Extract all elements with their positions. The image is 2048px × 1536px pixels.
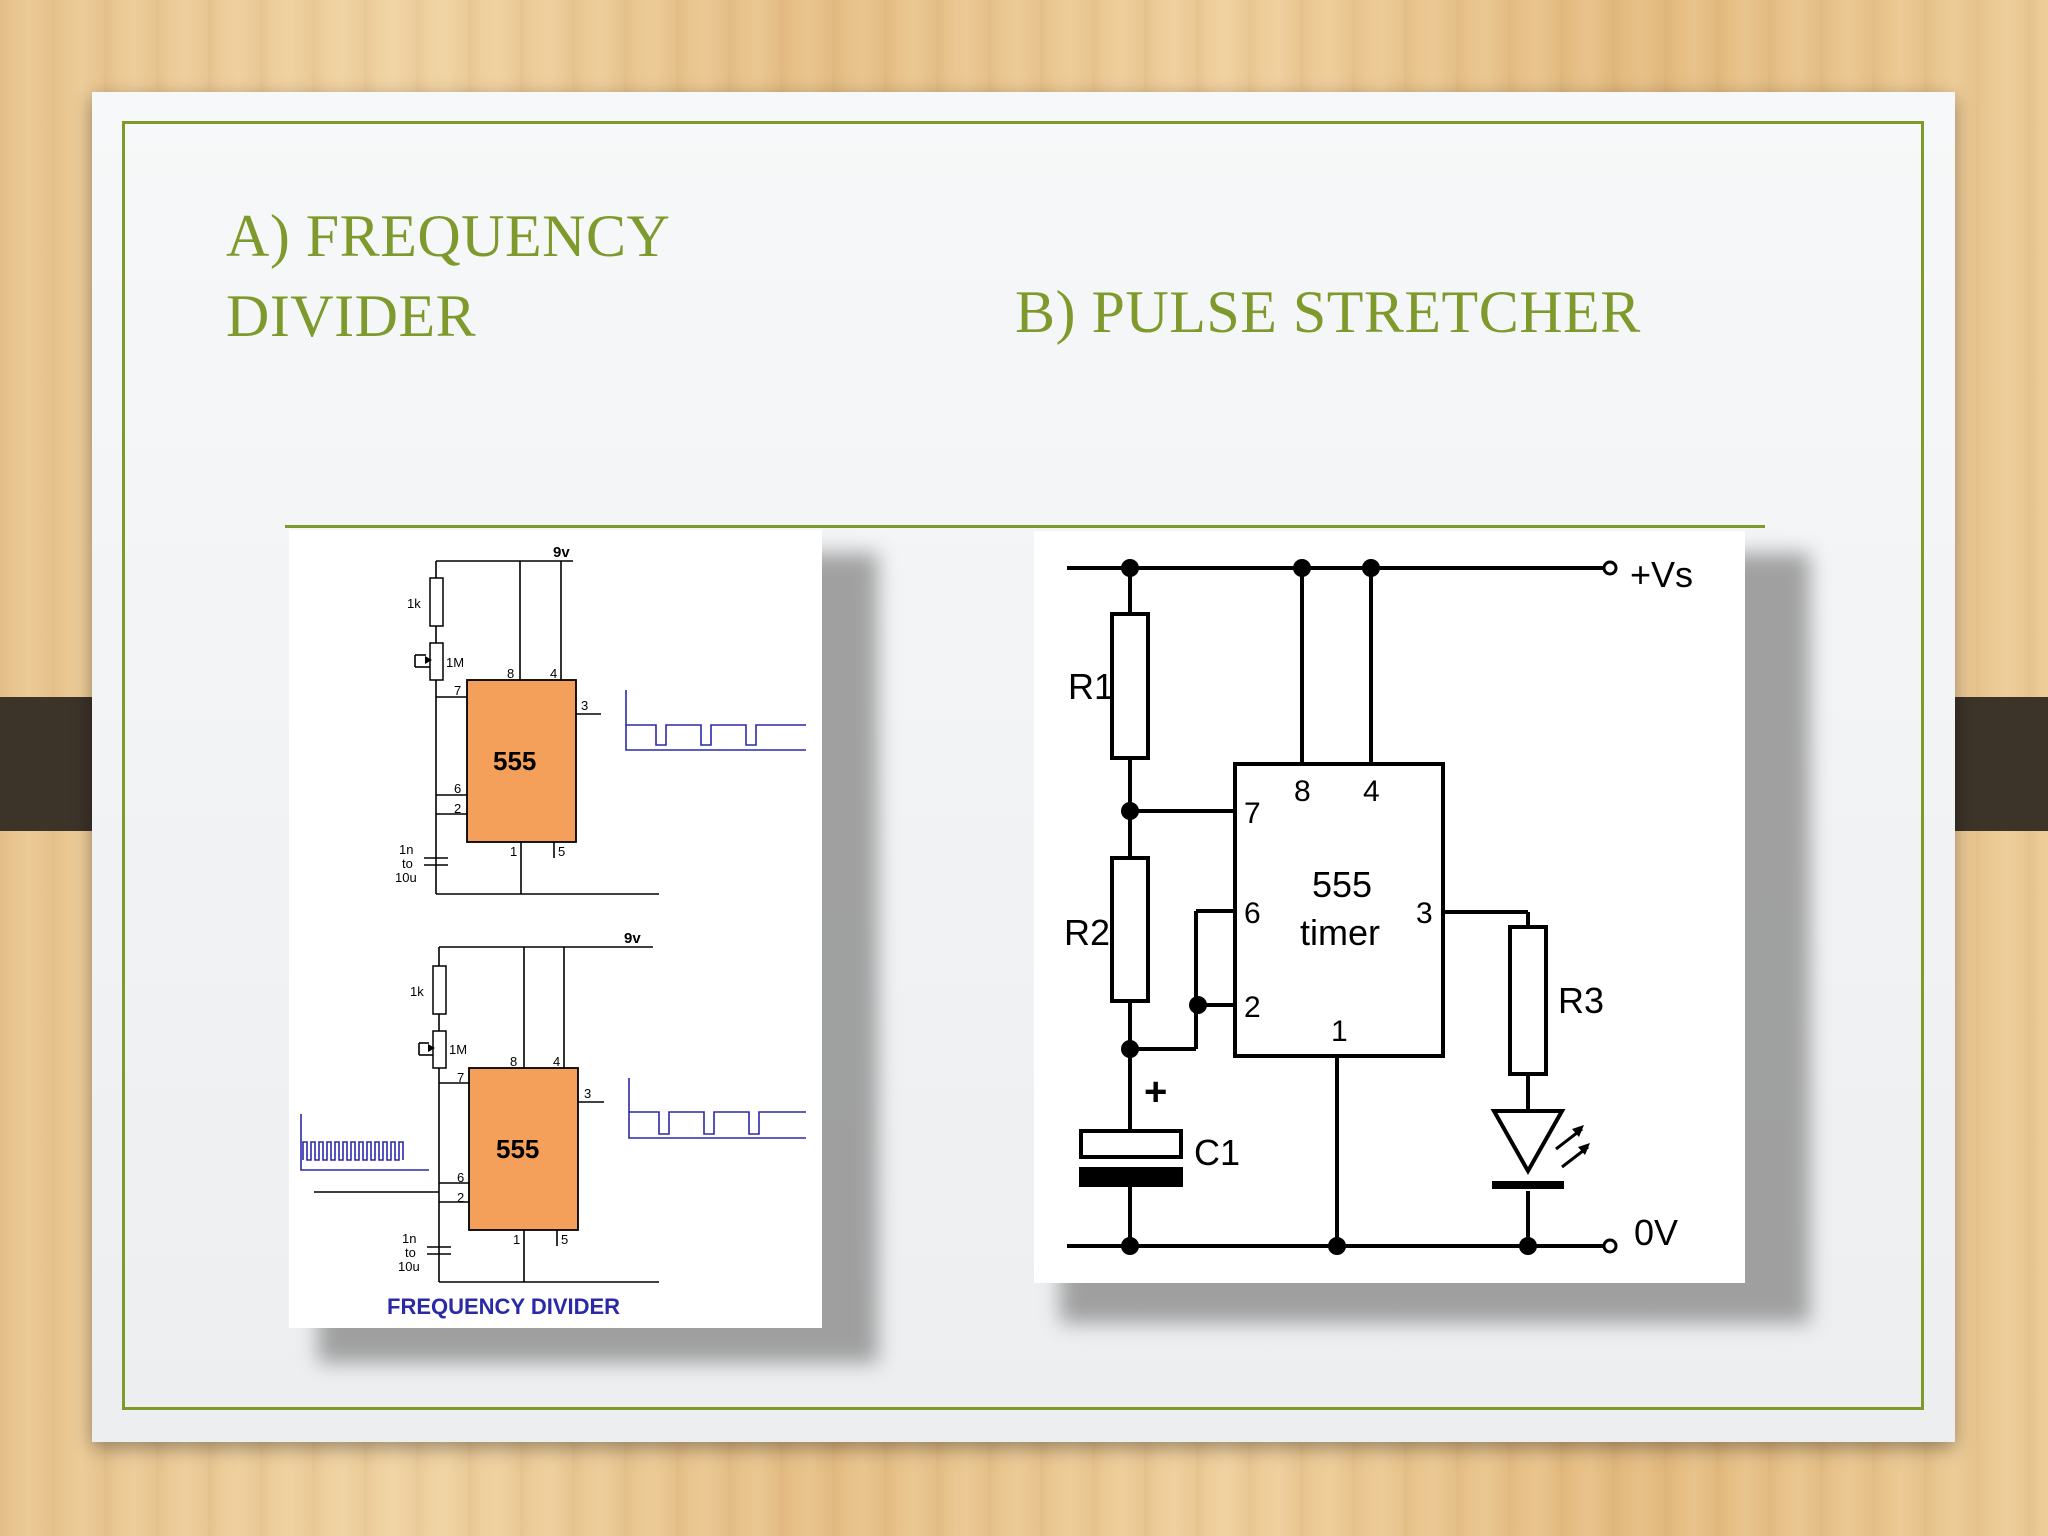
pin2-bottom: 2	[457, 1190, 464, 1205]
pin8-bottom: 8	[510, 1054, 517, 1069]
ov-terminal-icon	[1602, 1238, 1618, 1254]
pin7-b: 7	[1244, 797, 1261, 830]
pin4-bottom: 4	[553, 1054, 560, 1069]
r2-label: R2	[1064, 912, 1110, 953]
pin1-bottom: 1	[513, 1232, 520, 1247]
r-pot-label-bottom: 1M	[449, 1042, 467, 1057]
vs-terminal-icon	[1602, 560, 1618, 576]
pin7-bottom: 7	[457, 1070, 464, 1085]
pin3-bottom: 3	[584, 1086, 591, 1101]
pin7-top: 7	[454, 683, 461, 698]
divider-rule	[285, 525, 1765, 528]
cap-label-2-bottom: to	[405, 1245, 416, 1260]
frequency-divider-caption: FREQUENCY DIVIDER	[387, 1294, 620, 1319]
ic-label-top: 555	[493, 746, 536, 776]
supply-label-bottom: 9v	[624, 930, 641, 947]
pin1-b: 1	[1331, 1015, 1348, 1048]
pin4-b: 4	[1363, 775, 1380, 808]
pin3-top: 3	[581, 698, 588, 713]
title-a-line2: DIVIDER	[226, 283, 477, 349]
pin3-b: 3	[1416, 897, 1433, 930]
c1-plus-label: +	[1144, 1070, 1167, 1114]
pin8-top: 8	[507, 666, 514, 681]
r-fixed-label-bottom: 1k	[410, 984, 424, 999]
pin5-top: 5	[558, 844, 565, 859]
timer-555-box	[1233, 762, 1445, 1058]
frequency-divider-diagram: 9v 1k 1M 8 4 7 3 6 2 1 5 1n to 10u 555 9…	[289, 530, 822, 1328]
pulse-stretcher-svg: +Vs 0V R1 R2 R3 C1 + 8 4 7 6 2 3 1 555 t…	[1064, 554, 1693, 1255]
vs-label: +Vs	[1630, 554, 1693, 595]
cap-label-1-bottom: 1n	[402, 1231, 416, 1246]
pin2-top: 2	[454, 801, 461, 816]
slide-frame	[122, 121, 1924, 1410]
cap-label-3-bottom: 10u	[398, 1259, 420, 1274]
frequency-divider-svg: 9v 1k 1M 8 4 7 3 6 2 1 5 1n to 10u 555 9…	[300, 544, 806, 1319]
pin6-bottom: 6	[457, 1170, 464, 1185]
title-a-line1: A) FREQUENCY	[226, 203, 671, 269]
ov-label: 0V	[1634, 1212, 1678, 1253]
ic-555-bottom	[468, 1067, 579, 1231]
cap-label-2-top: to	[402, 856, 413, 871]
r-pot-label-top: 1M	[446, 655, 464, 670]
title-pulse-stretcher: B) PULSE STRETCHER	[1015, 279, 1641, 345]
pulse-stretcher-diagram: +Vs 0V R1 R2 R3 C1 + 8 4 7 6 2 3 1 555 t…	[1034, 531, 1745, 1283]
r1-label: R1	[1068, 666, 1114, 707]
pin8-b: 8	[1294, 775, 1311, 808]
pin6-top: 6	[454, 781, 461, 796]
led-icon	[1490, 1109, 1566, 1176]
pin5-bottom: 5	[561, 1232, 568, 1247]
c1-label: C1	[1194, 1132, 1240, 1173]
pin2-b: 2	[1244, 991, 1261, 1024]
title-frequency-divider: A) FREQUENCY DIVIDER	[226, 196, 746, 356]
supply-label-top: 9v	[553, 544, 570, 561]
capacitor-c1-plate	[1079, 1129, 1183, 1159]
pin4-top: 4	[550, 666, 557, 681]
ic-555-top	[466, 679, 577, 843]
r-fixed-label-top: 1k	[407, 596, 421, 611]
timer-label-2: timer	[1300, 912, 1380, 953]
ic-label-bottom: 555	[496, 1134, 539, 1164]
cap-label-1-top: 1n	[399, 842, 413, 857]
pin6-b: 6	[1244, 897, 1261, 930]
r3-label: R3	[1558, 980, 1604, 1021]
capacitor-c1-plate-neg	[1079, 1167, 1183, 1187]
timer-label-1: 555	[1312, 864, 1372, 905]
pin1-top: 1	[510, 844, 517, 859]
cap-label-3-top: 10u	[395, 870, 417, 885]
